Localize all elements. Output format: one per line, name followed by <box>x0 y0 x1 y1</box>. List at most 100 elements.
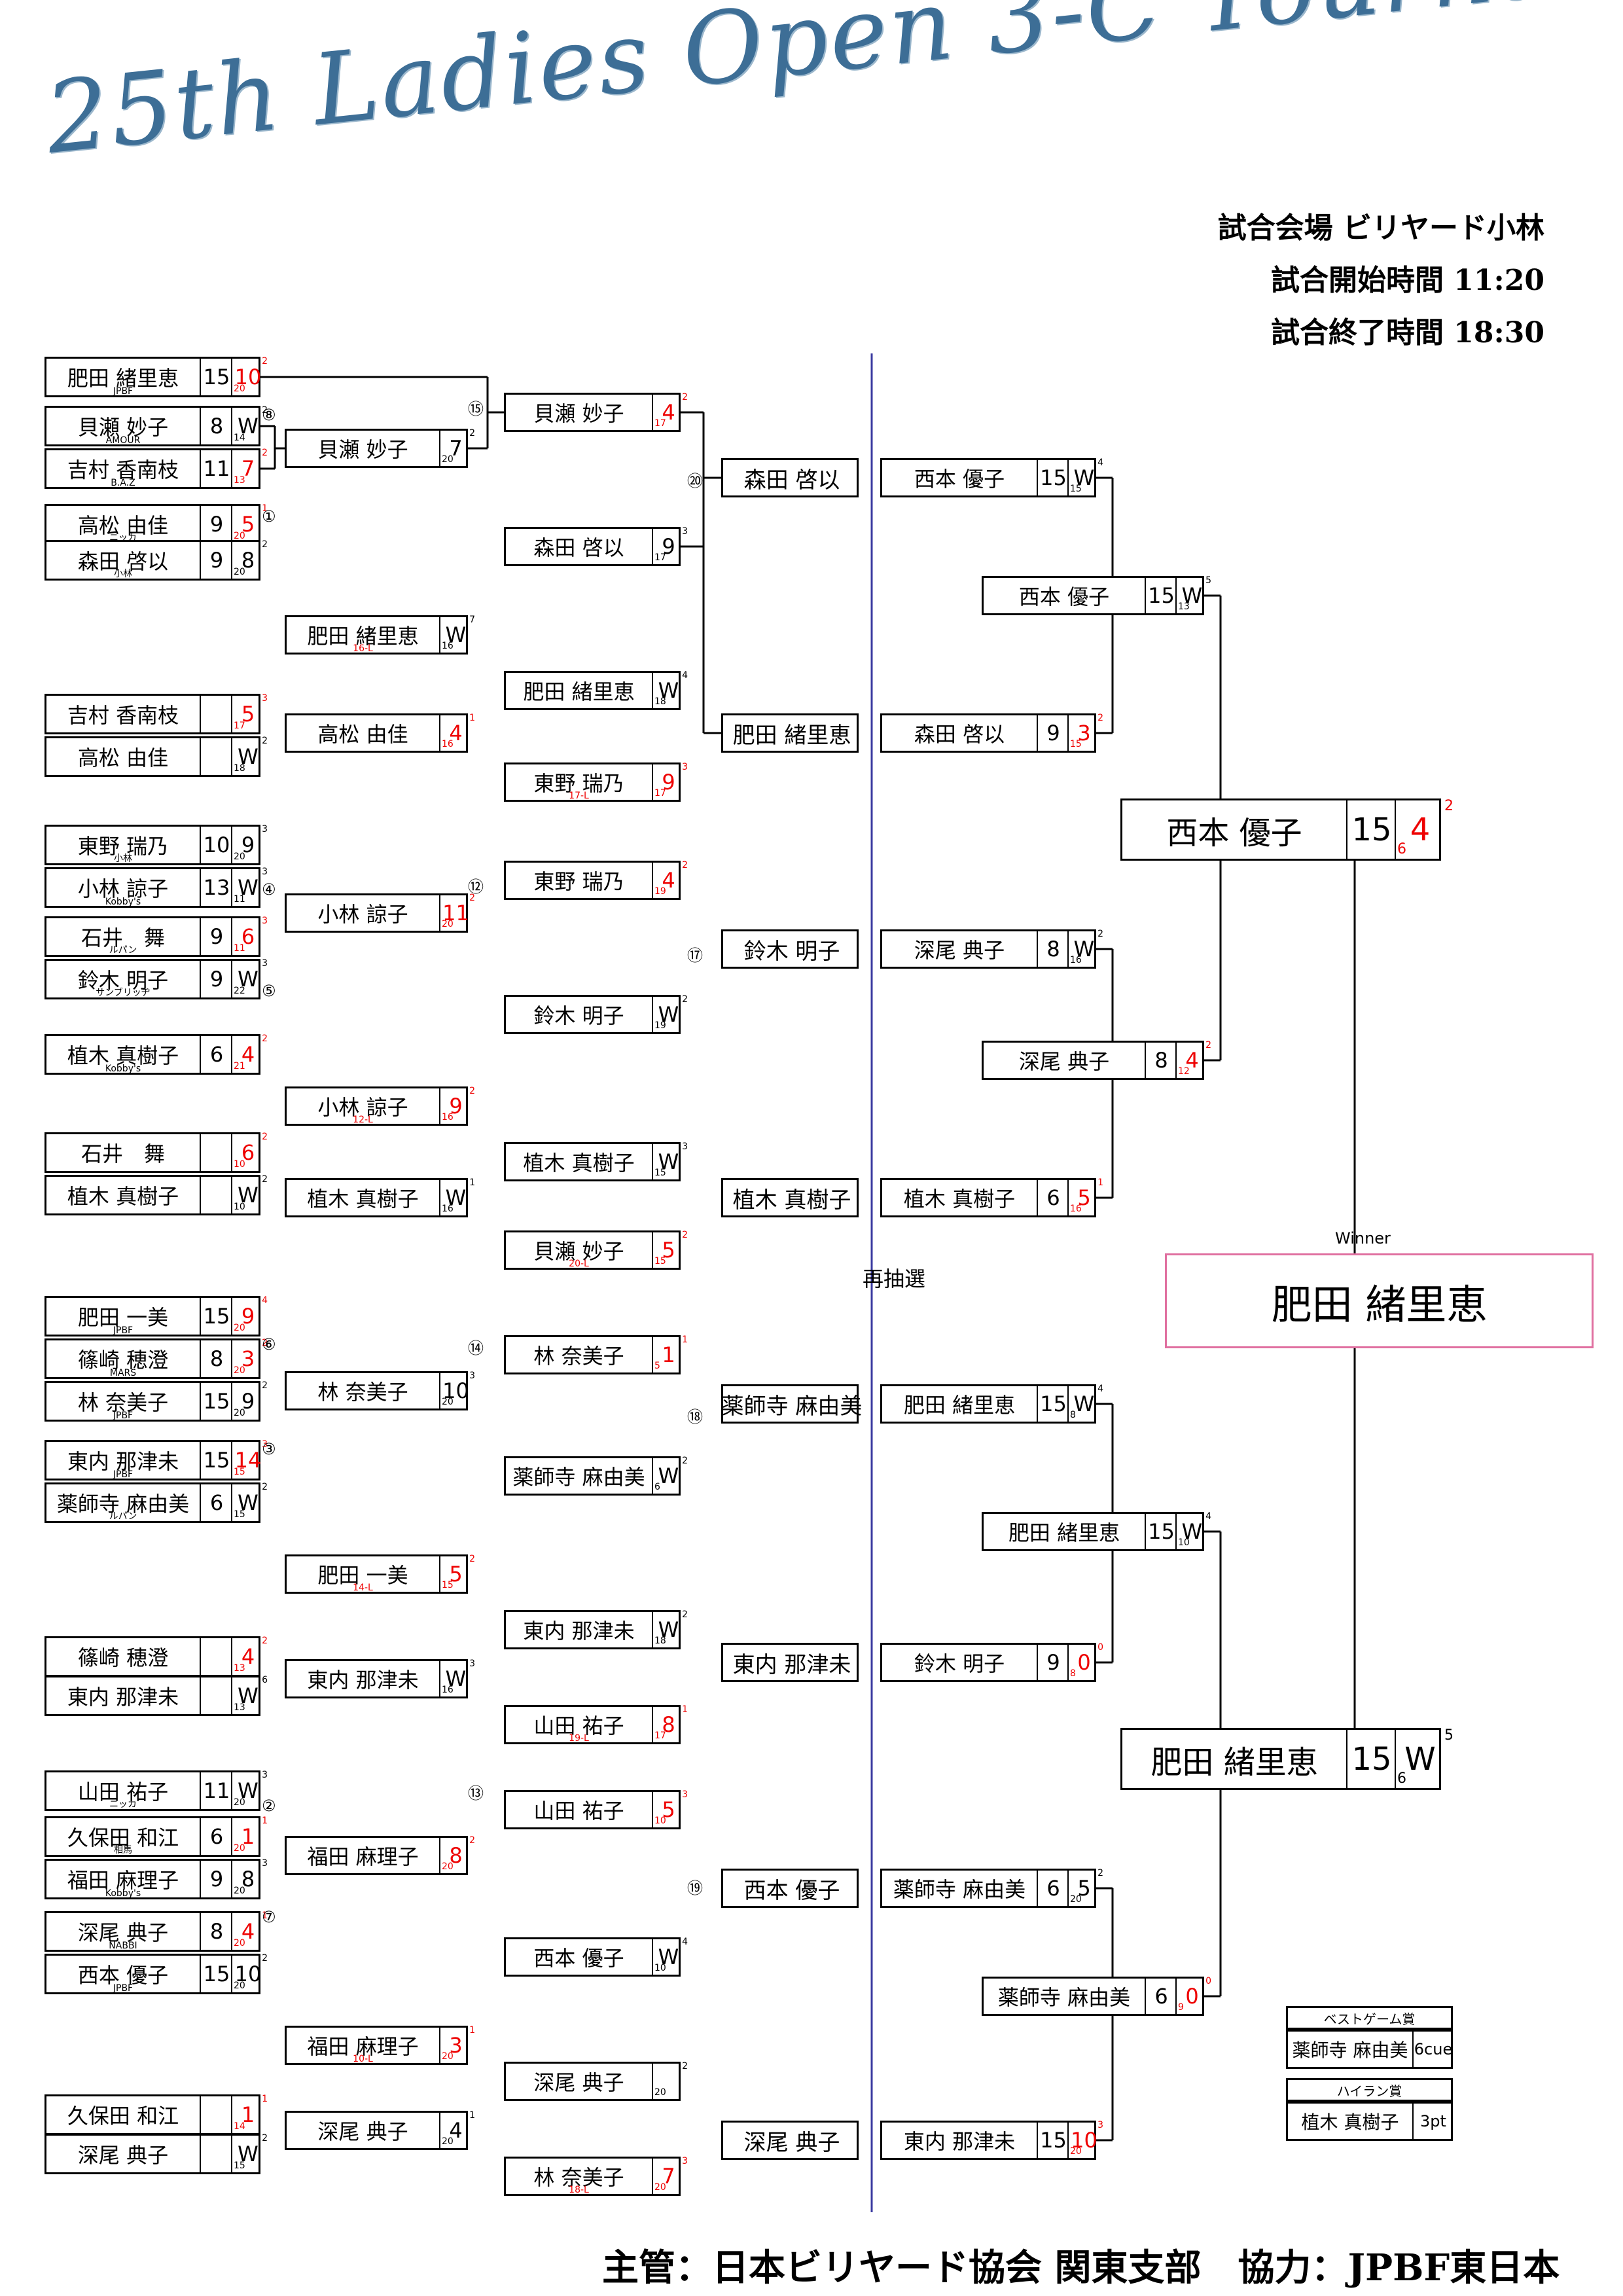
handicap-value: 10 <box>439 1373 471 1408</box>
inning-count: 20 <box>234 1938 245 1948</box>
high-run: 2 <box>262 1953 268 1964</box>
club-name: 相馬 <box>114 1845 132 1856</box>
score-value: W <box>231 1772 264 1809</box>
handicap-value: 8 <box>200 1340 232 1377</box>
score-value: 5 <box>231 696 264 732</box>
player-name: 薬師寺 麻由美 <box>893 1877 1026 1902</box>
match-number: ⑳ <box>687 472 703 490</box>
handicap-value: 6 <box>1037 1871 1069 1906</box>
high-run: 2 <box>262 448 268 458</box>
club-name: 小林 <box>114 569 132 579</box>
handicap-value: 6 <box>200 1484 232 1521</box>
handicap-value: 15 <box>200 1298 232 1335</box>
score-value: W <box>1067 931 1099 967</box>
player-name: 薬師寺 麻由美 <box>721 1393 863 1420</box>
high-run: 1 <box>262 1910 268 1921</box>
score-value: W <box>231 869 264 906</box>
score-value: 5 <box>652 1232 684 1268</box>
score-value: W <box>652 997 684 1032</box>
champion-box: 肥田 緒里恵 <box>1165 1253 1594 1348</box>
end-time-info: 試合終了時間 18:30 <box>1270 316 1544 350</box>
handicap-value: 9 <box>652 529 684 564</box>
handicap-value <box>200 1638 232 1675</box>
award-title-box: ハイラン賞 <box>1286 2078 1453 2102</box>
player-name: 深尾 典子 <box>77 1920 169 1945</box>
high-run: 2 <box>469 1554 475 1564</box>
handicap-value: 15 <box>1346 1730 1396 1788</box>
inning-count: 15 <box>234 1467 245 1477</box>
match-number: ⑤ <box>262 982 276 1000</box>
player-name: 篠崎 穂澄 <box>77 1348 169 1372</box>
player-name: 森田 啓以 <box>914 722 1005 747</box>
player-name: 肥田 緒里恵 <box>732 722 851 749</box>
inning-count: 20 <box>442 1861 454 1872</box>
score-value: W <box>652 1458 684 1494</box>
inning-count: 16 <box>442 739 454 749</box>
inning-count: 17 <box>654 418 666 429</box>
player-name: 肥田 緒里恵 <box>523 679 635 704</box>
handicap-value: 9 <box>1037 715 1069 751</box>
high-run: 4 <box>682 1937 688 1947</box>
high-run: 4 <box>682 670 688 681</box>
handicap-value: 15 <box>200 1956 232 1992</box>
club-name: B.A.Z <box>111 478 135 488</box>
score-value: 14 <box>231 1442 264 1479</box>
score-value: W <box>1175 578 1207 613</box>
high-run: 5 <box>1444 1727 1454 1744</box>
score-value: 8 <box>652 1707 684 1742</box>
handicap-value: 9 <box>200 542 232 579</box>
score-value: 1 <box>652 1337 684 1372</box>
player-name: 薬師寺 麻由美 <box>512 1465 645 1490</box>
inning-count: 20 <box>234 852 245 862</box>
inning-count: 18 <box>654 1636 666 1646</box>
club-name: 16-L <box>353 643 373 654</box>
inning-count: 16 <box>442 641 454 651</box>
player-name: 鈴木 明子 <box>77 968 169 993</box>
award-winner: 植木 真樹子 <box>1301 2111 1399 2133</box>
inning-count: 20 <box>1070 2146 1082 2157</box>
award-winner: 薬師寺 麻由美 <box>1292 2039 1408 2061</box>
high-run: 1 <box>262 503 268 514</box>
player-name: 高松 由佳 <box>77 513 169 538</box>
inning-count: 18 <box>654 696 666 707</box>
high-run: 3 <box>262 958 268 969</box>
high-run: 2 <box>682 860 688 870</box>
player-name: 東内 那津未 <box>67 1449 179 1474</box>
handicap-value: 8 <box>200 408 232 444</box>
high-run: 2 <box>262 1174 268 1185</box>
inning-count: 12 <box>1178 1066 1190 1077</box>
club-name: ルパン <box>109 1511 137 1522</box>
player-name: 小林 諒子 <box>317 902 408 927</box>
inning-count: 20 <box>654 2182 666 2193</box>
score-value: 11 <box>439 895 471 931</box>
handicap-value <box>200 738 232 775</box>
high-run: 5 <box>1205 575 1211 586</box>
score-value: W <box>439 617 471 653</box>
club-name: Kobby's <box>105 1888 141 1899</box>
inning-count: 20 <box>1070 1894 1082 1905</box>
handicap-value: 8 <box>1145 1043 1177 1078</box>
high-run: 2 <box>682 994 688 1005</box>
player-name: 小林 諒子 <box>317 1095 408 1120</box>
high-run: 3 <box>262 1858 268 1869</box>
inning-count: 20 <box>442 454 454 465</box>
club-name: 18-L <box>569 2185 589 2195</box>
high-run: 3 <box>469 1659 475 1669</box>
score-value: W <box>231 738 264 775</box>
